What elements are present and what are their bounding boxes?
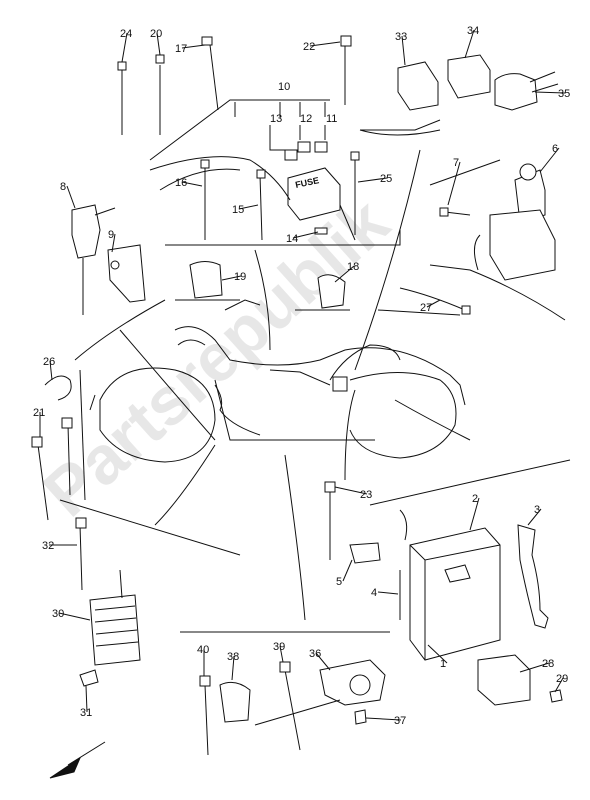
callout-26: 26 — [43, 356, 55, 368]
callout-28: 28 — [542, 658, 554, 670]
callout-38: 38 — [227, 651, 239, 663]
callout-35: 35 — [558, 88, 570, 100]
callout-leader-39 — [279, 645, 284, 663]
callout-leader-14 — [292, 231, 319, 239]
callout-25: 25 — [380, 173, 392, 185]
callout-39: 39 — [273, 641, 285, 653]
callout-29: 29 — [556, 673, 568, 685]
callout-19: 19 — [234, 271, 246, 283]
callout-leader-25 — [357, 177, 388, 183]
callout-22: 22 — [303, 41, 315, 53]
bike-connector-block — [332, 376, 348, 392]
callout-leader-33 — [401, 35, 406, 66]
callout-33: 33 — [395, 31, 407, 43]
callout-10: 10 — [278, 81, 290, 93]
callout-leader-31 — [85, 685, 88, 713]
motorcycle-outline — [89, 299, 466, 463]
callout-leader-17 — [181, 44, 206, 49]
callout-27: 27 — [420, 302, 432, 314]
callout-leader-36 — [315, 652, 331, 671]
callout-15: 15 — [232, 204, 244, 216]
callout-13: 13 — [270, 113, 282, 125]
callout-leader-26 — [49, 360, 53, 381]
callout-leader-19 — [221, 275, 242, 281]
callout-32: 32 — [42, 540, 54, 552]
callout-1: 1 — [440, 658, 446, 670]
relays — [397, 54, 559, 111]
callout-leader-34 — [464, 29, 475, 59]
callout-16: 16 — [175, 177, 187, 189]
callout-leader-16 — [181, 181, 203, 187]
callout-leader-38 — [231, 655, 235, 681]
callout-4: 4 — [371, 587, 377, 599]
callout-leader-22 — [309, 41, 341, 47]
callout-18: 18 — [347, 261, 359, 273]
callout-5: 5 — [336, 576, 342, 588]
callout-leader-7 — [447, 161, 461, 206]
callout-leader-20 — [156, 32, 161, 56]
callout-37: 37 — [394, 715, 406, 727]
callout-leader-23 — [334, 486, 368, 495]
callout-labels: 1234567891011121314151617181920212223242… — [33, 25, 570, 727]
callout-20: 20 — [150, 28, 162, 40]
callout-6: 6 — [552, 143, 558, 155]
callout-leader-3 — [527, 508, 542, 526]
callout-leader-28 — [519, 662, 550, 673]
callout-leader-30 — [58, 612, 91, 621]
callout-11: 11 — [326, 113, 337, 125]
callout-leader-2 — [469, 497, 480, 531]
callout-leader-37 — [365, 717, 402, 721]
callout-leader-27 — [426, 299, 441, 308]
callout-17: 17 — [175, 43, 187, 55]
callout-8: 8 — [60, 181, 66, 193]
callout-12: 12 — [300, 113, 312, 125]
callout-31: 31 — [80, 707, 92, 719]
callout-23: 23 — [360, 489, 372, 501]
grouping-brackets — [59, 99, 571, 633]
callout-leader-5 — [342, 559, 353, 582]
callout-40: 40 — [197, 644, 209, 656]
fuse-label: FUSE — [294, 175, 320, 190]
callout-9: 9 — [108, 229, 114, 241]
callout-leader-4 — [377, 591, 399, 595]
rectifier-regulator — [79, 569, 141, 687]
callout-leader-9 — [111, 233, 116, 253]
callout-21: 21 — [33, 407, 45, 419]
callout-leader-8 — [66, 185, 76, 209]
callout-34: 34 — [467, 25, 479, 37]
callout-30: 30 — [52, 608, 64, 620]
callout-leader-1 — [427, 644, 448, 664]
fuse-box-assembly: FUSE — [149, 102, 360, 241]
callout-leader-24 — [121, 32, 128, 63]
callout-2: 2 — [472, 493, 478, 505]
clamps-and-ties — [31, 261, 471, 591]
bottom-components — [199, 654, 563, 756]
callout-leader-15 — [238, 204, 259, 210]
battery-assembly — [324, 481, 549, 661]
callout-leader-18 — [334, 265, 355, 283]
callout-7: 7 — [453, 157, 459, 169]
main-switch-assembly — [439, 163, 556, 281]
callout-14: 14 — [286, 233, 298, 245]
callout-leader-6 — [539, 147, 560, 173]
direction-arrow — [49, 741, 106, 779]
callout-leader-29 — [554, 677, 564, 693]
callout-36: 36 — [309, 648, 321, 660]
cable-ties-top — [117, 35, 352, 135]
callout-leader-35 — [534, 91, 566, 94]
pressure-switch-bracket — [71, 204, 146, 315]
callout-24: 24 — [120, 28, 132, 40]
callout-3: 3 — [534, 504, 540, 516]
